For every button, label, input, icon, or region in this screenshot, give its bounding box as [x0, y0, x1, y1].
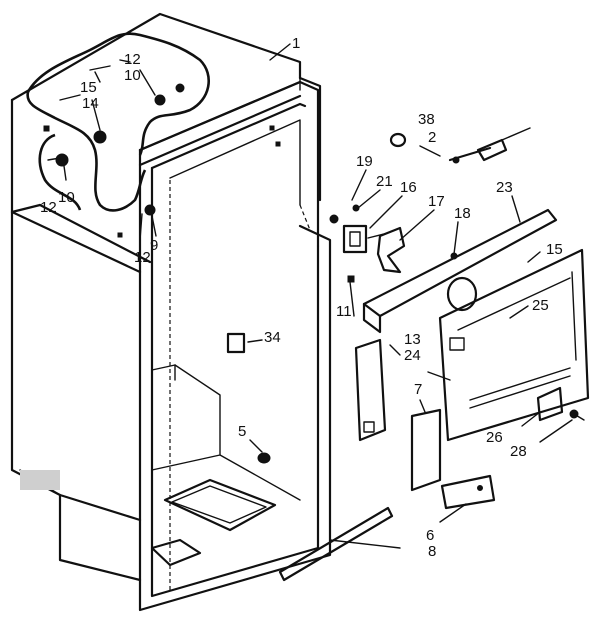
part-13-duct — [354, 338, 401, 442]
callout-18: 18 — [454, 205, 471, 222]
callout-5: 5 — [238, 423, 246, 440]
part-38-cap — [389, 132, 407, 148]
part-24-cover — [438, 248, 590, 442]
callout-9: 9 — [150, 237, 158, 254]
callout-26: 26 — [486, 429, 503, 446]
callout-17: 17 — [428, 193, 445, 210]
callout-21: 21 — [376, 173, 393, 190]
wiring-harness — [26, 32, 210, 212]
callout-24: 24 — [404, 347, 421, 364]
callout-14: 14 — [82, 95, 99, 112]
callout-labels: 1 12 10 15 14 12 10 9 12 38 2 19 21 16 2… — [40, 35, 563, 560]
callout-10-top: 10 — [124, 67, 141, 84]
callout-12-lower: 12 — [134, 249, 151, 266]
liner-floor — [150, 364, 301, 567]
callout-11: 11 — [336, 303, 352, 320]
callout-12-left: 12 — [40, 199, 57, 216]
part-8-rail — [278, 506, 401, 582]
callout-2: 2 — [428, 129, 436, 146]
callout-34: 34 — [264, 329, 281, 346]
fan-motor-assembly — [329, 204, 458, 283]
liner-front-frame — [138, 80, 332, 612]
part-7-panel — [410, 399, 442, 492]
callout-16: 16 — [400, 179, 417, 196]
callout-12-top: 12 — [124, 51, 141, 68]
callout-23: 23 — [496, 179, 513, 196]
part-2-thermostat — [448, 127, 531, 164]
callout-7: 7 — [414, 381, 422, 398]
callout-10-left: 10 — [58, 189, 75, 206]
callout-25: 25 — [532, 297, 549, 314]
callout-13: 13 — [404, 331, 421, 348]
callout-1: 1 — [292, 35, 300, 52]
callout-19: 19 — [356, 153, 373, 170]
part-5-screw — [249, 439, 271, 464]
callout-38: 38 — [418, 111, 435, 128]
callout-15-left: 15 — [80, 79, 97, 96]
part-34-light — [226, 332, 263, 354]
cabinet-shell — [10, 12, 322, 582]
part-26-bracket — [536, 386, 585, 422]
callout-28: 28 — [510, 443, 527, 460]
part-23-duct — [362, 208, 558, 334]
callout-6: 6 — [426, 527, 434, 544]
top-components — [43, 59, 281, 238]
part-6-bracket — [440, 474, 496, 510]
callout-15-right: 15 — [546, 241, 563, 258]
leader-lines — [47, 43, 573, 523]
callout-8: 8 — [428, 543, 436, 560]
